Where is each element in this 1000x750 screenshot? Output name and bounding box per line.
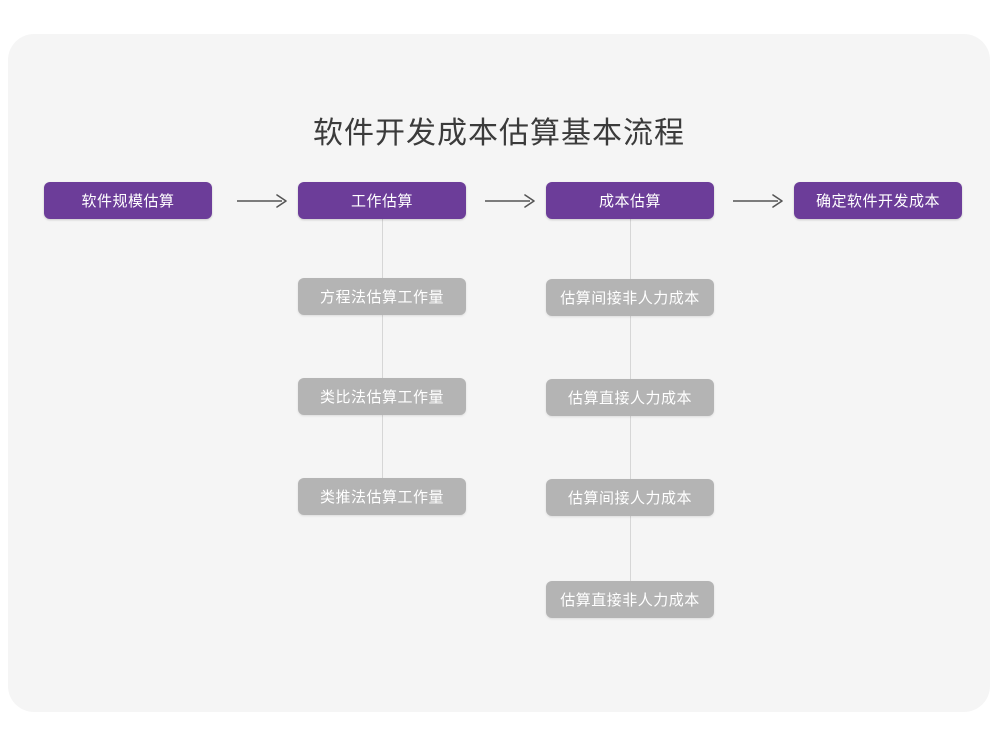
flow-node-cost-estimation[interactable]: 成本估算 [546, 182, 714, 219]
long-right-arrow-icon [724, 182, 794, 219]
flow-node-effort-estimation[interactable]: 工作估算 [298, 182, 466, 219]
connector-line-cost [630, 218, 631, 616]
long-right-arrow-icon [476, 182, 546, 219]
page-title: 软件开发成本估算基本流程 [313, 116, 685, 152]
flow-node-direct-labor-cost[interactable]: 估算直接人力成本 [546, 379, 714, 416]
connector-line-effort [382, 218, 383, 514]
flow-node-indirect-non-labor-cost[interactable]: 估算间接非人力成本 [546, 279, 714, 316]
long-right-arrow-icon [228, 182, 298, 219]
flow-node-indirect-labor-cost[interactable]: 估算间接人力成本 [546, 479, 714, 516]
diagram-card: 软件开发成本估算基本流程 软件规模估算 工作估算 成本估算 确定软件开发成本 方… [8, 34, 990, 712]
flow-node-inference-method-effort[interactable]: 类推法估算工作量 [298, 478, 466, 515]
flow-node-determine-development-cost[interactable]: 确定软件开发成本 [794, 182, 962, 219]
flow-node-direct-non-labor-cost[interactable]: 估算直接非人力成本 [546, 581, 714, 618]
flow-node-software-size-estimation[interactable]: 软件规模估算 [44, 182, 212, 219]
flow-node-analogy-method-effort[interactable]: 类比法估算工作量 [298, 378, 466, 415]
flow-node-equation-method-effort[interactable]: 方程法估算工作量 [298, 278, 466, 315]
